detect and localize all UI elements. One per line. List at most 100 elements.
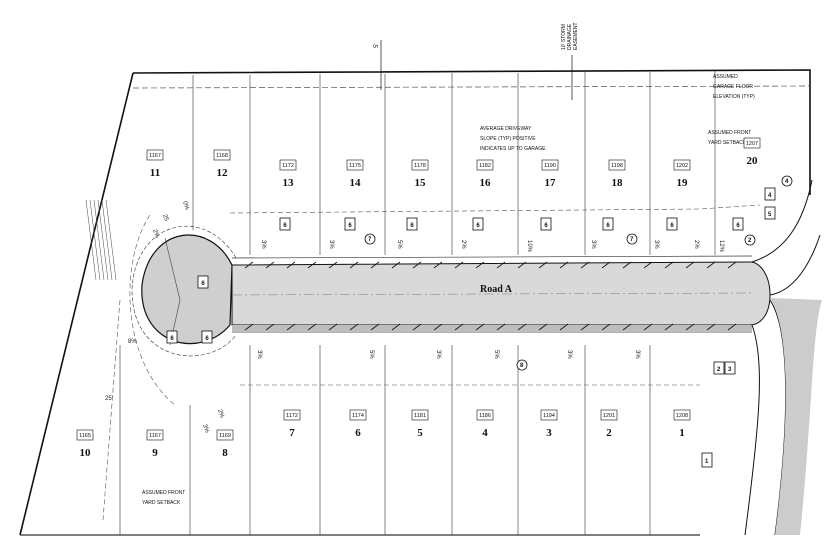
- lot-number: 17: [545, 177, 557, 189]
- lot-elevation: 1172: [286, 413, 298, 419]
- elevation-box: [346, 159, 364, 171]
- note-driveway-line-2: SLOPE (TYP) POSITIVE: [480, 136, 536, 142]
- lot-elevation: 1202: [676, 163, 688, 169]
- lot-number: 7: [289, 427, 295, 439]
- driveway-key-label: 6: [283, 223, 287, 229]
- easement-line-1: 10' STORM: [561, 24, 567, 50]
- slope-label-bottom: 5%: [368, 350, 374, 359]
- circle-key-7a: 7: [368, 237, 372, 243]
- note-garage-line-3: ELEVATION (TYP): [713, 94, 755, 100]
- lot-number: 9: [152, 447, 158, 459]
- lot-elevation: 1175: [349, 163, 361, 169]
- lot-number: 14: [350, 177, 362, 189]
- lot-elevation: 1167: [149, 433, 161, 439]
- slope-label-cul: 3%: [201, 424, 210, 435]
- elevation-box: [411, 409, 429, 421]
- lot-elevation: 1201: [603, 413, 615, 419]
- driveway-key-label: 6: [170, 336, 174, 342]
- lot-number: 3: [546, 427, 552, 439]
- driveway-key-7: 6: [666, 217, 678, 231]
- driveway-key-1: 6: [279, 217, 291, 231]
- slope-label-top: 3%: [260, 240, 266, 249]
- slope-label-bottom: 3%: [435, 350, 441, 359]
- lot-number: 13: [283, 177, 295, 189]
- note-setback-bottom-line-2: YARD SETBACK: [142, 500, 181, 506]
- slope-label-top: 3%: [653, 240, 659, 249]
- lot-elevation: 1181: [414, 413, 426, 419]
- lot-elevation: 1208: [676, 413, 688, 419]
- note-setback-top-line-1: ASSUMED FRONT: [708, 130, 751, 136]
- note-garage-line-2: GARAGE FLOOR: [713, 84, 753, 90]
- note-driveway-line-1: AVERAGE DRIVEWAY: [480, 126, 532, 132]
- note-driveway-line-3: INDICATES UP TO GARAGE: [480, 146, 546, 152]
- lot-elevation: 1167: [149, 153, 161, 159]
- elevation-box: [743, 137, 761, 149]
- lot-bottom-9: 1167 9: [146, 429, 164, 459]
- lot-lines-top: [192, 71, 716, 255]
- driveway-key-11: 6: [166, 330, 178, 344]
- circle-key-8: 8: [520, 363, 524, 369]
- lot-number: 1: [679, 427, 685, 439]
- elevation-box: [146, 429, 164, 441]
- circle-key-7b: 7: [630, 237, 634, 243]
- easement-line-top: [132, 85, 811, 89]
- driveway-key-9: 6: [197, 275, 209, 289]
- slope-label-top: 2%: [460, 240, 466, 249]
- slope-label-bottom: 3%: [256, 350, 262, 359]
- lot-number: 11: [150, 167, 160, 179]
- elevation-box: [146, 149, 164, 161]
- lot-bottom-10: 1165 10: [76, 429, 94, 459]
- elevation-box: [476, 409, 494, 421]
- slope-label-cul: 0%: [181, 201, 190, 212]
- key-5: 5: [768, 212, 772, 218]
- lot-top-12: 1168 12: [213, 149, 231, 179]
- easement-label: 10' STORM DRAINAGE EASEMENT: [561, 22, 579, 50]
- elevation-box: [673, 409, 691, 421]
- setback-lines: [102, 204, 761, 521]
- lot-top-13: 1172 13: [279, 159, 297, 189]
- elevation-box: [540, 409, 558, 421]
- lot-number: 16: [480, 177, 492, 189]
- driveway-key-label: 6: [201, 281, 205, 287]
- lot-number: 6: [355, 427, 361, 439]
- lot-elevation: 1165: [79, 433, 91, 439]
- slope-label-top: 2%: [693, 240, 699, 249]
- note-driveway: AVERAGE DRIVEWAY SLOPE (TYP) POSITIVE IN…: [480, 126, 546, 152]
- lot-number: 10: [80, 447, 92, 459]
- slope-label-top: 5%: [396, 240, 402, 249]
- lot-elevation: 1168: [216, 153, 228, 159]
- slope-labels: 3%3%5%2%10%3%3%2%12%3%5%3%5%3%3%0%252%2%…: [151, 201, 724, 435]
- elevation-box: [349, 409, 367, 421]
- circle-key-4: 4: [785, 179, 789, 185]
- elevation-box: [279, 159, 297, 171]
- slope-label-cul: 25: [161, 214, 169, 223]
- lot-number: 4: [482, 427, 488, 439]
- lot-top-11: 1167 11: [146, 149, 164, 179]
- cul-de-sac: [131, 225, 237, 357]
- lot-number: 12: [217, 167, 229, 179]
- elevation-box: [673, 159, 691, 171]
- property-boundary: [19, 69, 811, 536]
- lot-number: 2: [606, 427, 612, 439]
- slope-label-top: 3%: [328, 240, 334, 249]
- elevation-box: [608, 159, 626, 171]
- key-4: 4: [768, 193, 772, 199]
- slope-label-bottom: 5%: [493, 350, 499, 359]
- elevation-box: [411, 159, 429, 171]
- elevation-box: [283, 409, 301, 421]
- lot-number: 20: [747, 155, 759, 167]
- easement-line-3: EASEMENT: [573, 22, 579, 50]
- lot-elevation: 1178: [414, 163, 426, 169]
- driveway-key-10: 6: [201, 330, 213, 344]
- note-garage: ASSUMED GARAGE FLOOR ELEVATION (TYP): [713, 74, 755, 100]
- note-front-setback-top: ASSUMED FRONT YARD SETBACK: [708, 130, 751, 146]
- lot-elevation: 1172: [282, 163, 294, 169]
- driveway-key-label: 6: [348, 223, 352, 229]
- note-setback-top-line-2: YARD SETBACK: [708, 140, 747, 146]
- note-garage-line-1: ASSUMED: [713, 74, 738, 80]
